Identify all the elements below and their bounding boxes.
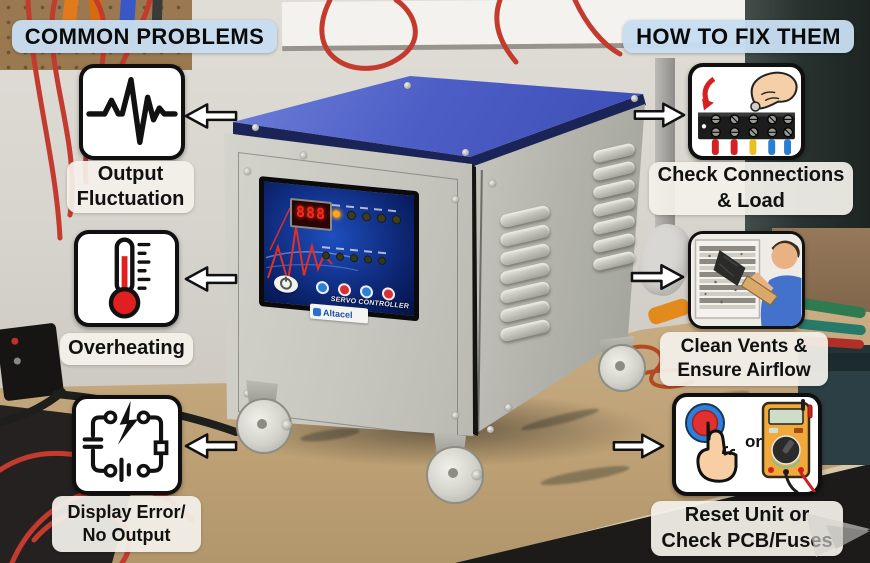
- door-screw: [244, 390, 251, 397]
- arrow-to-reset-unit: [612, 431, 665, 461]
- output-fluctuation-label: Output Fluctuation: [67, 161, 194, 213]
- power-strip: [0, 322, 65, 402]
- arrow-to-clean-vents: [630, 262, 685, 292]
- check-connections-label: Check Connections & Load: [649, 162, 853, 215]
- wheel-hub: [615, 361, 625, 371]
- servo-controller-panel: 888 SERVO CONTROLLER: [259, 176, 419, 322]
- lid-screw: [404, 82, 411, 89]
- check-connections-box: [688, 63, 805, 160]
- display-error-label: Display Error/ No Output: [52, 496, 201, 552]
- reset-unit-box: [672, 393, 822, 496]
- lid-screw: [462, 149, 469, 156]
- common-problems-header: COMMON PROBLEMS: [12, 20, 277, 53]
- axle-bolt: [472, 470, 482, 480]
- or-word: or: [745, 432, 762, 451]
- lid-screw: [631, 95, 638, 102]
- arrow-to-display-error: [184, 431, 238, 461]
- reset-button-or-multimeter-icon: [685, 399, 816, 492]
- overheating-box: [74, 230, 179, 327]
- wheel-hub: [257, 419, 267, 429]
- door-screw: [300, 152, 307, 159]
- door-screw: [452, 412, 459, 419]
- door-screw: [452, 196, 459, 203]
- brand-name: Altacel: [323, 307, 353, 320]
- waveform-icon: [86, 77, 178, 145]
- axle-bolt: [282, 420, 292, 430]
- side-screw: [487, 426, 494, 433]
- vent-cleaning-photo: [691, 234, 802, 326]
- overheating-label: Overheating: [60, 333, 193, 365]
- thermometer-icon: [108, 237, 151, 319]
- side-screw: [505, 404, 512, 411]
- arrow-to-overheating: [184, 264, 238, 294]
- panel-waveform-graphic: [266, 207, 358, 283]
- how-to-fix-header: HOW TO FIX THEM: [623, 20, 854, 53]
- caster-wheel: [598, 344, 646, 392]
- clean-vents-box: [688, 231, 805, 329]
- arrow-to-output-fluctuation: [184, 101, 238, 131]
- vent-louvers: [499, 204, 554, 343]
- watermark-arrow-icon: [806, 513, 870, 557]
- corner-gasket: [467, 162, 478, 436]
- side-screw: [489, 180, 496, 187]
- lid-screw: [252, 124, 259, 131]
- output-fluctuation-box: [79, 64, 185, 160]
- brand-logo-icon: [313, 307, 321, 316]
- wheel-hub: [448, 468, 458, 478]
- terminal-block-tighten-icon: [698, 71, 798, 156]
- door-screw: [244, 168, 251, 175]
- vent-louvers: [592, 142, 639, 273]
- display-error-box: [72, 395, 182, 495]
- clean-vents-label: Clean Vents & Ensure Airflow: [660, 332, 828, 386]
- broken-circuit-icon: [82, 400, 169, 483]
- arrow-to-check-connections: [633, 100, 686, 130]
- seven-segment-display: 888: [290, 197, 332, 232]
